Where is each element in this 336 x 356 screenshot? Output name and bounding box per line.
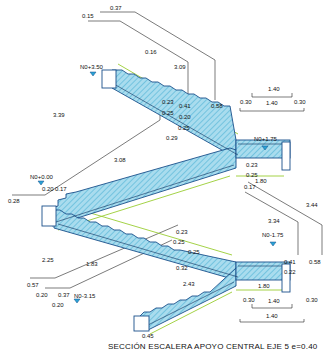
dimension-label: 3.09 — [174, 64, 186, 70]
dimension-label: 0.15 — [82, 13, 94, 19]
dimension-label: 0.25 — [173, 239, 185, 245]
dimension-label: 0.25 — [178, 125, 190, 131]
dimension-label: 1.40 — [268, 298, 280, 304]
dimension-label: 0.17 — [55, 186, 67, 192]
dimension-label: 3.44 — [306, 202, 318, 208]
dimension-label: 0.20 — [42, 186, 54, 192]
dimension-label: 3.39 — [53, 112, 65, 118]
dimension-label: 0.23 — [162, 99, 174, 105]
dimension-label: 1.83 — [86, 261, 98, 267]
dimension-label: 0.58 — [211, 103, 223, 109]
dimension-label: 0.23 — [176, 229, 188, 235]
dimension-label: 1.40 — [268, 86, 280, 92]
dimension-label: 0.41 — [284, 259, 296, 265]
dimension-label: 0.17 — [244, 184, 256, 190]
dimension-label: 1.80 — [258, 283, 270, 289]
dimension-label: 1.80 — [255, 178, 267, 184]
dimension-label: 0.29 — [166, 135, 178, 141]
dimension-label: N0-1.75 — [262, 232, 283, 238]
dimension-label: 3.34 — [268, 218, 280, 224]
dimension-label: 0.58 — [309, 259, 321, 265]
dimension-label: 1.40 — [266, 100, 278, 106]
dimension-label: 0.28 — [8, 198, 20, 204]
dimension-label: 0.16 — [145, 49, 157, 55]
dimension-label: 0.30 — [240, 99, 252, 105]
dimension-label: 0.25 — [188, 249, 200, 255]
dimension-label: 0.22 — [284, 269, 296, 275]
dimension-label: 3.08 — [114, 157, 126, 163]
dimension-label: 0.41 — [179, 103, 191, 109]
dimension-label: N0+0.00 — [30, 174, 53, 180]
dimension-label: 0.25 — [162, 110, 174, 116]
dimension-label: 0.20 — [179, 114, 191, 120]
dimension-label: 0.37 — [58, 292, 70, 298]
dimension-label: 2.43 — [183, 281, 195, 287]
dimension-label: 0.57 — [27, 282, 39, 288]
dimension-label: 0.30 — [243, 297, 255, 303]
dimension-label: 2.25 — [42, 257, 54, 263]
dimension-label: 0.25 — [246, 172, 258, 178]
dimension-label: N0+3.50 — [80, 64, 103, 70]
dimension-label: 0.32 — [176, 265, 188, 271]
dimension-label: 0.20 — [36, 292, 48, 298]
dimension-label: N0+1.75 — [254, 136, 277, 142]
dimension-label: 0.30 — [294, 99, 306, 105]
dimension-label: N0-3.15 — [74, 293, 95, 299]
dimension-label: 0.37 — [110, 5, 122, 11]
caption: SECCIÓN ESCALERA APOYO CENTRAL EJE 5 e=0… — [108, 343, 318, 351]
dimension-label: 0.23 — [246, 162, 258, 168]
dimension-label: 0.30 — [306, 297, 318, 303]
dimension-label: 0.20 — [52, 302, 64, 308]
dimension-label: 1.40 — [266, 313, 278, 319]
dimension-label: 0.45 — [142, 333, 154, 339]
